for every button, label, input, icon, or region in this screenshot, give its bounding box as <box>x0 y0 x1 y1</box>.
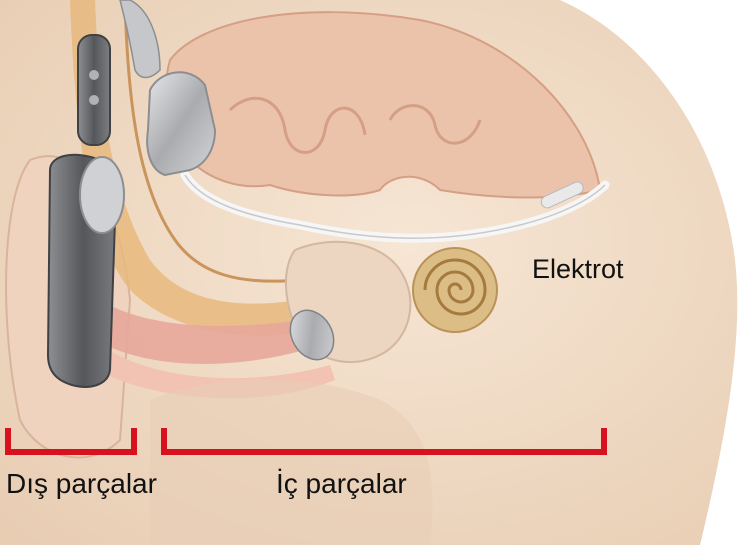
external-parts-label: Dış parçalar <box>6 470 157 498</box>
magnet-button <box>89 70 99 80</box>
implant-receiver <box>147 72 215 175</box>
internal-parts-label: İç parçalar <box>276 470 407 498</box>
electrode-label: Elektrot <box>532 256 624 283</box>
cochlea-icon <box>413 248 497 332</box>
processor-earhook <box>80 157 124 233</box>
magnet-button-2 <box>89 95 99 105</box>
external-magnet-headpiece <box>78 35 110 145</box>
